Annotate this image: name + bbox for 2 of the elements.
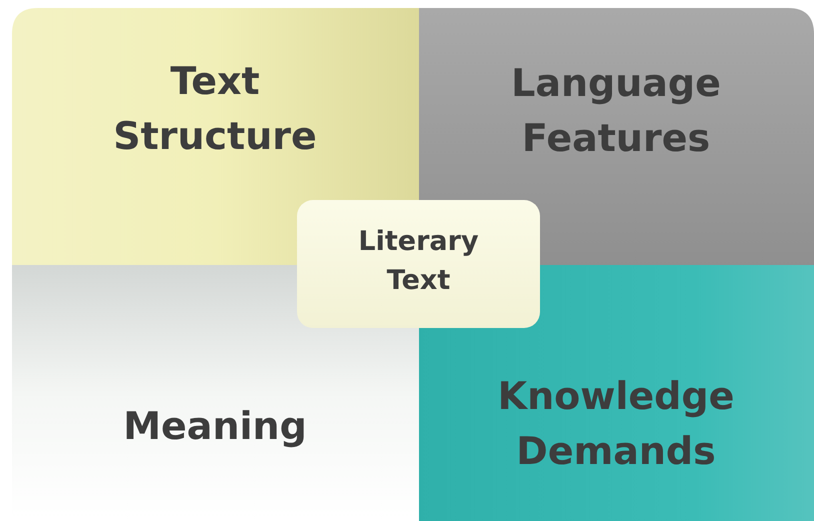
panel-title: Meaning xyxy=(65,399,365,454)
center-box: Literary Text xyxy=(297,200,540,328)
